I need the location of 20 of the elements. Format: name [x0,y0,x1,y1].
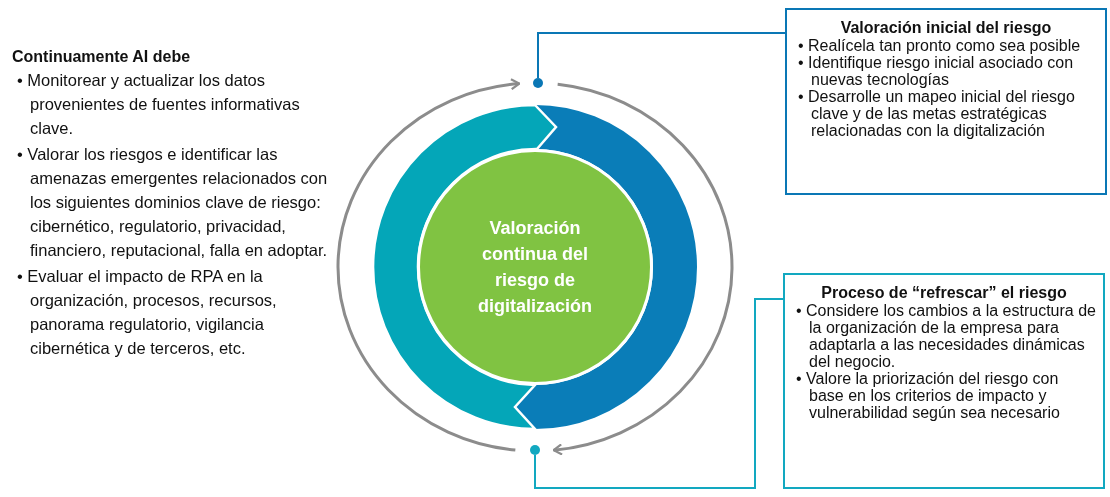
bullet-item: • Identifique riesgo inicial asociado con nuevas tecnologías [797,54,1075,88]
connector-dot [530,445,540,455]
bullet-item: • Realícela tan pronto como sea posible [797,37,1082,54]
curved-arrow [336,78,521,452]
center-label: Valoración continua del riesgo de digitalización [477,217,593,318]
curved-arrow [552,82,734,456]
text-box [785,8,1107,195]
bullet-item: • Desarrolle un mapeo inicial del riesgo clave y de las metas estratégicas relacionadas con la digitalización [797,88,1076,139]
connector-dot [533,78,543,88]
text-box [783,273,1105,489]
leader-line [534,298,784,489]
bullet-item: • Valore la priorización del riesgo con base en los criterios de impacto y vulnerabilidad según sea necesario [795,370,1061,421]
box-heading: Proceso de “refrescar” el riesgo [820,283,1068,302]
leader-line [537,32,786,79]
bullet-item: • Monitorear y actualizar los datos provenientes de fuentes informativas clave. [16,70,301,139]
bullet-item: • Evaluar el impacto de RPA en la organización, procesos, recursos, panorama regulatorio, vigilancia cibernética y de terceros, etc. [16,266,278,359]
bullet-item: • Considere los cambios a la estructura de la organización de la empresa para adaptarla a las necesidades dinámicas del negocio. [795,302,1097,370]
bullet-item: • Valorar los riesgos e identificar las amenazas emergentes relacionados con los siguientes dominios clave de riesgo: cibernético, regulatorio, privacidad, financiero, reputacional, falla en adoptar. [16,144,329,261]
list-heading: Continuamente AI debe [12,47,192,67]
box-heading: Valoración inicial del riesgo [839,18,1053,37]
